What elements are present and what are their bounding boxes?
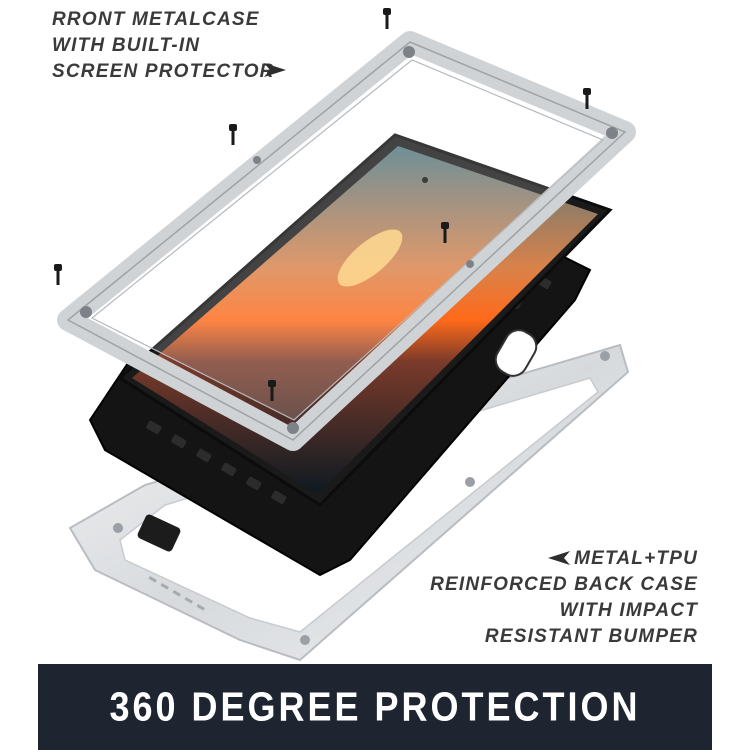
- callout-line: WITH BUILT-IN: [52, 35, 201, 56]
- screws: [54, 8, 591, 401]
- triangle-left-icon: [548, 551, 570, 565]
- front-case-callout: RRONT METALCASE WITH BUILT-IN SCREEN PRO…: [52, 7, 275, 85]
- front-metal-frame: [57, 31, 636, 451]
- back-case-callout: METAL+TPU REINFORCED BACK CASE WITH IMPA…: [430, 546, 698, 650]
- screw: [54, 264, 62, 285]
- callout-line: RRONT METALCASE: [52, 9, 260, 30]
- callout-line: RESISTANT BUMPER: [484, 626, 698, 647]
- triangle-right-icon: [264, 63, 286, 77]
- callout-line: SCREEN PROTECTOR: [52, 61, 275, 82]
- exploded-case-illustration: [54, 8, 636, 662]
- screw: [383, 8, 391, 29]
- banner-title: 360 DEGREE PROTECTION: [109, 683, 641, 730]
- screw: [583, 88, 591, 109]
- screw: [441, 222, 449, 243]
- callout-line: REINFORCED BACK CASE: [430, 574, 698, 595]
- protection-banner: 360 DEGREE PROTECTION: [38, 664, 712, 750]
- callout-line: METAL+TPU: [574, 548, 698, 569]
- screw: [229, 124, 237, 145]
- screw: [268, 380, 276, 401]
- callout-line: WITH IMPACT: [559, 600, 698, 621]
